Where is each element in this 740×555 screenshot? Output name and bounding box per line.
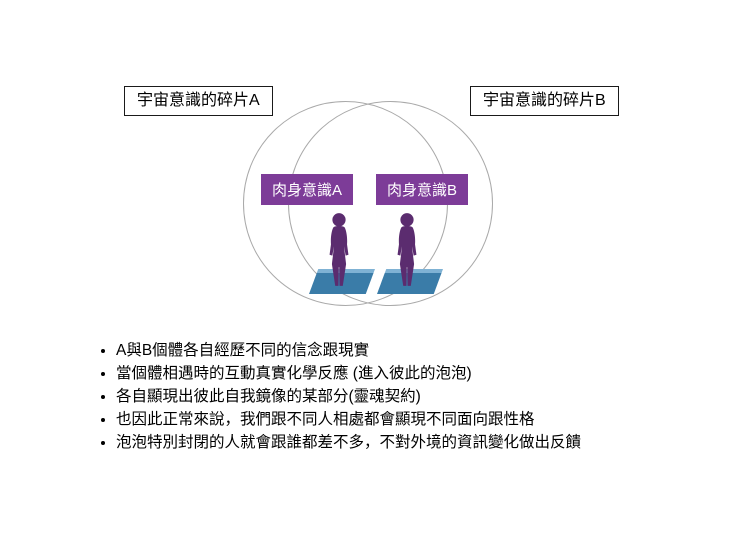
bullet-item-1: A與B個體各自經歷不同的信念跟現實 (116, 340, 696, 362)
bullet-item-3: 各自顯現出彼此自我鏡像的某部分(靈魂契約) (116, 386, 696, 408)
bullet-item-4: 也因此正常來說，我們跟不同人相處都會顯現不同面向跟性格 (116, 409, 696, 431)
fragment-label-b: 宇宙意識的碎片B (470, 86, 619, 116)
body-consciousness-label-b: 肉身意識B (376, 174, 468, 205)
bullet-item-2: 當個體相遇時的互動真實化學反應 (進入彼此的泡泡) (116, 363, 696, 385)
person-silhouette-b-icon (390, 211, 424, 289)
fragment-label-a: 宇宙意識的碎片A (124, 86, 273, 116)
body-consciousness-label-a: 肉身意識A (261, 174, 353, 205)
bullet-item-5: 泡泡特別封閉的人就會跟誰都差不多，不對外境的資訊變化做出反饋 (116, 432, 696, 454)
person-silhouette-a-icon (322, 211, 356, 289)
bullet-list: A與B個體各自經歷不同的信念跟現實 當個體相遇時的互動真實化學反應 (進入彼此的… (86, 340, 696, 455)
